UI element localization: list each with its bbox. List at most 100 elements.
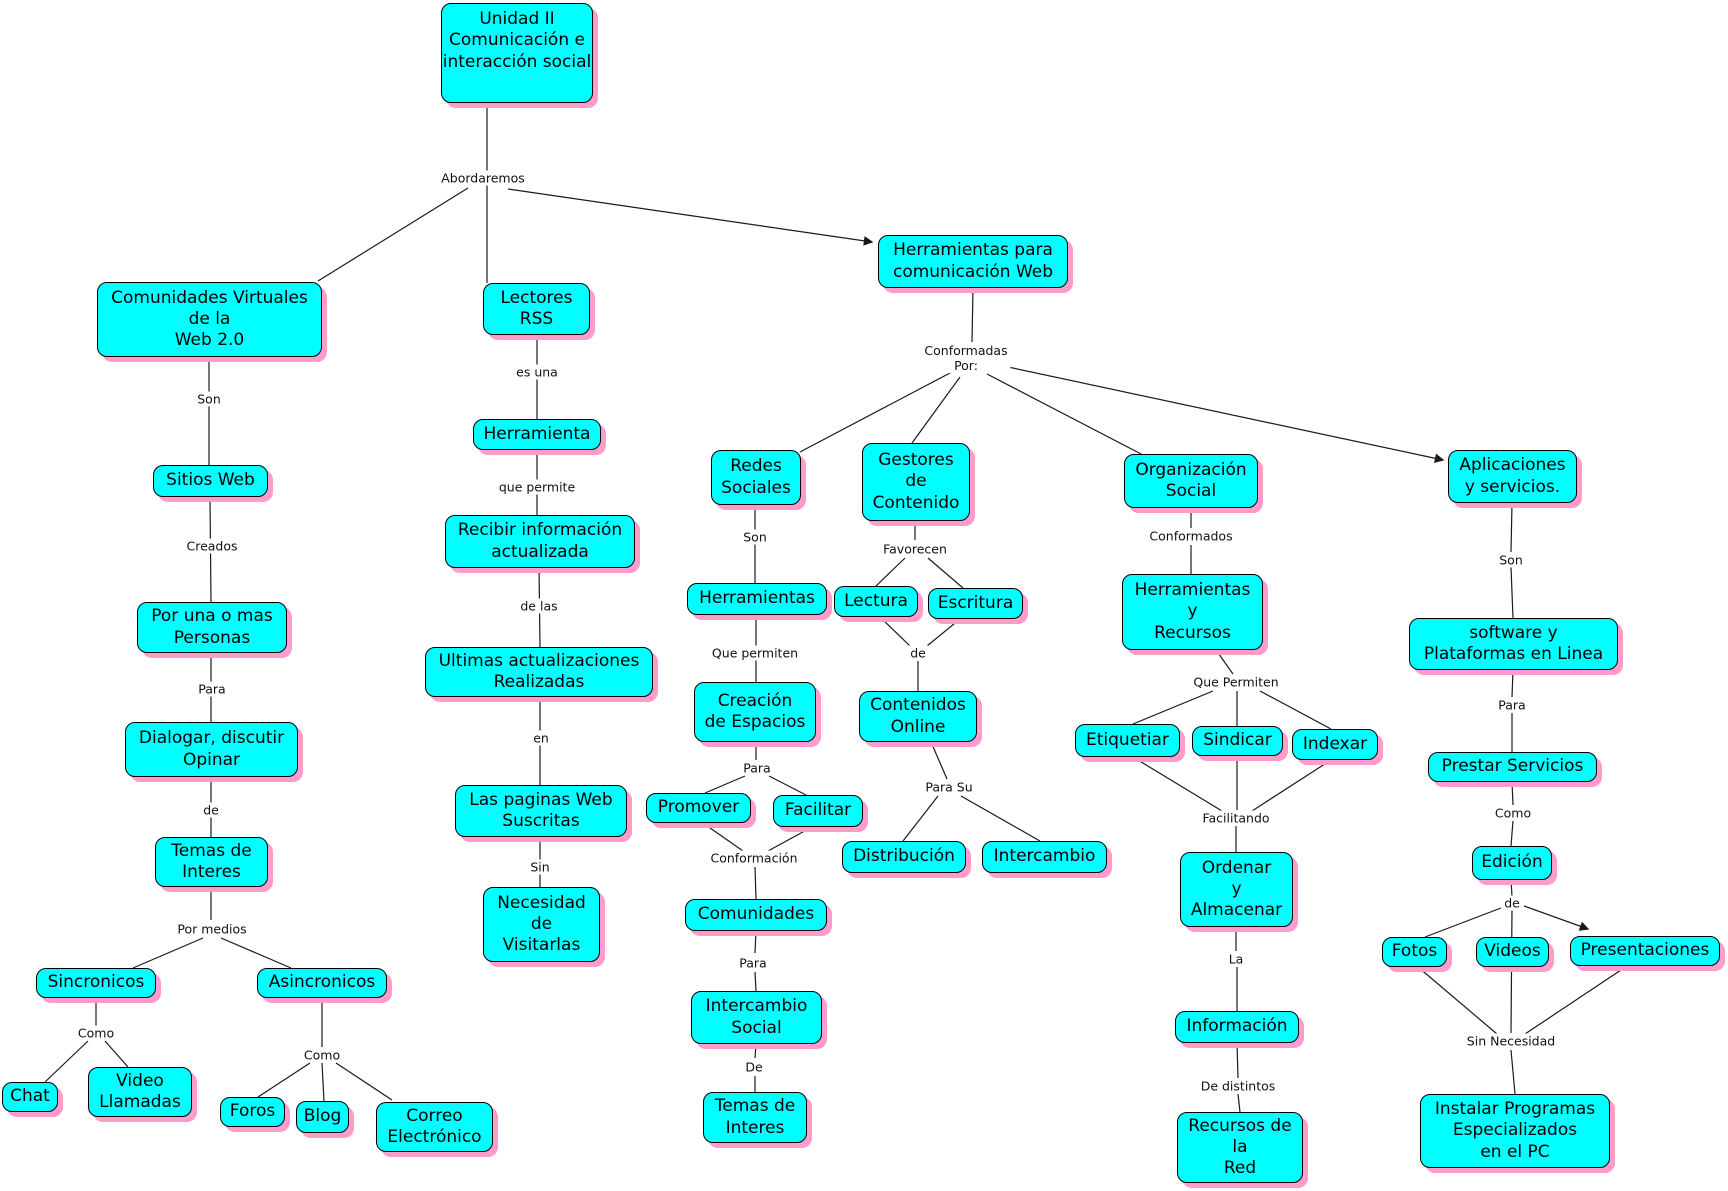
- connector-line: [754, 930, 757, 954]
- linking-phrase[interactable]: Son: [1496, 552, 1526, 568]
- node-chat[interactable]: Chat: [2, 1082, 58, 1112]
- linking-phrase[interactable]: Son: [740, 529, 770, 545]
- node-intercambio[interactable]: Intercambio: [982, 841, 1107, 873]
- linking-phrase[interactable]: Sin: [527, 859, 553, 875]
- linking-phrase[interactable]: que permite: [495, 479, 579, 495]
- node-redes-sociales[interactable]: Redes Sociales: [711, 450, 801, 505]
- node-temas-de-interes-1[interactable]: Temas de Interes: [155, 837, 268, 887]
- connector-line: [317, 187, 469, 282]
- linking-phrase[interactable]: Para: [195, 681, 229, 697]
- node-comunidades[interactable]: Comunidades: [685, 899, 827, 931]
- connector-line: [1236, 1042, 1239, 1079]
- linking-phrase[interactable]: Abordaremos: [438, 170, 528, 186]
- linking-phrase[interactable]: De distintos: [1197, 1078, 1279, 1094]
- linking-phrase[interactable]: en: [530, 730, 552, 746]
- node-herramienta[interactable]: Herramienta: [473, 419, 601, 450]
- linking-phrase[interactable]: Como: [1491, 805, 1535, 821]
- connector-line: [768, 775, 807, 796]
- node-blog[interactable]: Blog: [296, 1101, 349, 1133]
- node-informacion[interactable]: Información: [1175, 1011, 1299, 1043]
- node-lectura[interactable]: Lectura: [834, 586, 918, 617]
- node-edicion[interactable]: Edición: [1472, 846, 1552, 880]
- node-organizacion-social[interactable]: Organización Social: [1124, 454, 1258, 508]
- node-presentaciones[interactable]: Presentaciones: [1570, 936, 1720, 966]
- node-las-paginas-web-suscritas[interactable]: Las paginas Web Suscritas: [455, 785, 627, 837]
- node-ordenar-y-almacenar[interactable]: Ordenar y Almacenar: [1180, 852, 1293, 927]
- linking-phrase[interactable]: es una: [513, 364, 561, 380]
- linking-phrase[interactable]: Son: [194, 391, 224, 407]
- node-video-llamadas[interactable]: Video Llamadas: [88, 1067, 192, 1117]
- node-promover[interactable]: Promover: [646, 793, 751, 823]
- node-indexar[interactable]: Indexar: [1292, 729, 1378, 760]
- node-por-una-o-mas-personas[interactable]: Por una o mas Personas: [137, 602, 287, 653]
- node-sindicar[interactable]: Sindicar: [1192, 726, 1283, 756]
- node-software-y-plataformas[interactable]: software y Plataformas en Linea: [1409, 618, 1618, 670]
- node-creacion-de-espacios[interactable]: Creación de Espacios: [694, 682, 816, 742]
- node-sitios-web[interactable]: Sitios Web: [153, 465, 268, 497]
- node-distribucion[interactable]: Distribución: [842, 841, 966, 873]
- linking-phrase[interactable]: de: [907, 645, 929, 661]
- node-instalar-programas[interactable]: Instalar Programas Especializados en el …: [1420, 1094, 1610, 1168]
- node-prestar-servicios[interactable]: Prestar Servicios: [1428, 752, 1597, 782]
- linking-phrase[interactable]: Que permiten: [708, 645, 802, 661]
- node-recibir-informacion[interactable]: Recibir información actualizada: [445, 515, 635, 568]
- connector-line: [704, 775, 746, 794]
- node-unidad-ii[interactable]: Unidad II Comunicación e interacción soc…: [441, 3, 593, 103]
- node-etiquetiar[interactable]: Etiquetiar: [1075, 724, 1180, 757]
- linking-phrase[interactable]: Facilitando: [1199, 810, 1273, 826]
- node-videos[interactable]: Videos: [1476, 937, 1549, 967]
- linking-phrase[interactable]: Conformadas Por:: [921, 343, 1011, 373]
- node-aplicaciones-y-servicios[interactable]: Aplicaciones y servicios.: [1448, 450, 1577, 503]
- linking-phrase[interactable]: Como: [74, 1025, 118, 1041]
- connector-line: [1510, 502, 1513, 553]
- node-herramientas-comunicacion-web[interactable]: Herramientas para comunicación Web: [878, 235, 1068, 288]
- node-asincronicos[interactable]: Asincronicos: [257, 968, 387, 998]
- node-ultimas-actualizaciones[interactable]: Ultimas actualizaciones Realizadas: [425, 647, 653, 697]
- linking-phrase[interactable]: Conformados: [1146, 528, 1236, 544]
- node-dialogar-discutir-opinar[interactable]: Dialogar, discutir Opinar: [125, 722, 298, 777]
- connector-line: [799, 372, 951, 453]
- connector-line: [1132, 690, 1214, 725]
- linking-phrase[interactable]: Para: [1495, 697, 1529, 713]
- connector-line: [767, 826, 813, 852]
- linking-phrase[interactable]: La: [1225, 951, 1247, 967]
- node-herramientas-y-recursos[interactable]: Herramientas y Recursos: [1122, 574, 1263, 650]
- node-lectores-rss[interactable]: Lectores RSS: [483, 283, 590, 335]
- node-intercambio-social[interactable]: Intercambio Social: [691, 991, 822, 1044]
- node-contenidos-online[interactable]: Contenidos Online: [859, 691, 977, 742]
- linking-phrase[interactable]: de: [1501, 895, 1523, 911]
- linking-phrase[interactable]: Creados: [183, 538, 241, 554]
- node-temas-de-interes-2[interactable]: Temas de Interes: [703, 1092, 807, 1143]
- connector-line: [1251, 759, 1332, 812]
- linking-phrase[interactable]: De: [742, 1059, 766, 1075]
- linking-phrase[interactable]: Para: [740, 760, 774, 776]
- connector-line: [926, 618, 961, 647]
- linking-phrase[interactable]: Que Permiten: [1190, 674, 1282, 690]
- node-sincronicos[interactable]: Sincronicos: [36, 968, 156, 998]
- connector-arrow: [507, 188, 874, 246]
- connector-line: [927, 557, 964, 589]
- node-comunidades-virtuales[interactable]: Comunidades Virtuales de la Web 2.0: [97, 282, 322, 357]
- node-gestores-de-contenido[interactable]: Gestores de Contenido: [862, 443, 970, 521]
- connector-line: [1424, 907, 1502, 938]
- connector-line: [1259, 690, 1332, 730]
- linking-phrase[interactable]: Para: [736, 955, 770, 971]
- node-fotos[interactable]: Fotos: [1382, 937, 1447, 967]
- node-escritura[interactable]: Escritura: [928, 588, 1023, 619]
- node-foros[interactable]: Foros: [220, 1097, 285, 1127]
- linking-phrase[interactable]: de las: [517, 598, 561, 614]
- linking-phrase[interactable]: Sin Necesidad: [1463, 1033, 1559, 1049]
- linking-phrase[interactable]: Por medios: [174, 921, 250, 937]
- connector-line: [875, 557, 906, 587]
- linking-phrase[interactable]: Favorecen: [880, 541, 950, 557]
- node-recursos-de-la-red[interactable]: Recursos de la Red: [1177, 1112, 1303, 1183]
- linking-phrase[interactable]: Conformación: [707, 850, 801, 866]
- node-herramientas[interactable]: Herramientas: [687, 583, 827, 615]
- linking-phrase[interactable]: Como: [300, 1047, 344, 1063]
- linking-phrase[interactable]: Para Su: [922, 779, 976, 795]
- node-facilitar[interactable]: Facilitar: [773, 795, 863, 827]
- node-necesidad-de-visitarlas[interactable]: Necesidad de Visitarlas: [483, 887, 600, 962]
- linking-phrase[interactable]: de: [200, 802, 222, 818]
- node-correo-electronico[interactable]: Correo Electrónico: [376, 1102, 493, 1152]
